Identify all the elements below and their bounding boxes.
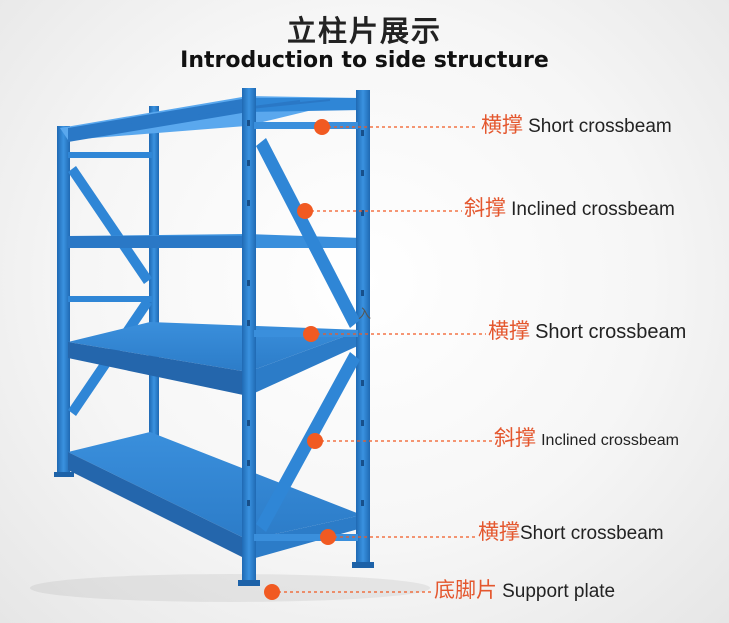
left-short-crossbeam-upper <box>68 152 152 158</box>
shelf-level-2 <box>68 234 362 248</box>
callout-6-cn: 底脚片 <box>434 578 497 602</box>
callout-5-cn: 横撑 <box>478 520 520 544</box>
marker-dot-6 <box>264 584 280 600</box>
shelf-level-1 <box>60 96 362 142</box>
support-plate-back <box>352 562 374 568</box>
callout-2: 斜撑 Inclined crossbeam <box>464 196 675 220</box>
callout-1-en: Short crossbeam <box>528 116 672 137</box>
right-back-post <box>356 90 370 566</box>
right-inclined-crossbeam-upper <box>256 138 360 328</box>
callout-1: 横撑 Short crossbeam <box>481 113 672 137</box>
callout-5-en: Short crossbeam <box>520 523 664 544</box>
left-front-post <box>57 126 70 476</box>
left-side-frame <box>57 106 159 476</box>
callout-6-en: Support plate <box>502 581 616 602</box>
support-plate-left <box>54 472 74 477</box>
callout-4-en: Inclined crossbeam <box>541 432 679 449</box>
marker-dot-2 <box>297 203 313 219</box>
callout-1-cn: 横撑 <box>481 113 523 137</box>
callout-3-cn: 横撑 <box>488 319 530 343</box>
left-back-post <box>149 106 159 436</box>
callout-2-en: Inclined crossbeam <box>511 199 675 220</box>
marker-dot-3 <box>303 326 319 342</box>
title-chinese: 立柱片展示 <box>286 14 442 48</box>
left-diagonal-upper <box>68 166 152 284</box>
callout-2-cn: 斜撑 <box>464 196 506 220</box>
support-plate-front <box>238 580 260 586</box>
right-short-crossbeam-bottom <box>254 534 358 541</box>
stray-annotation-mark: 入 <box>358 307 371 322</box>
right-short-crossbeam-top <box>254 122 358 129</box>
marker-dot-5 <box>320 529 336 545</box>
callout-4-cn: 斜撑 <box>494 426 536 450</box>
title-english: Introduction to side structure <box>180 48 549 73</box>
callout-4: 斜撑 Inclined crossbeam <box>494 428 679 449</box>
callout-6: 底脚片 Support plate <box>434 578 616 602</box>
callout-3-en: Short crossbeam <box>535 321 687 343</box>
leader-lines <box>272 126 492 593</box>
floor-shadow <box>30 574 430 602</box>
left-short-crossbeam-lower <box>68 296 152 302</box>
marker-dot-1 <box>314 119 330 135</box>
markers <box>264 119 336 600</box>
right-front-post <box>242 88 256 584</box>
callout-3: 横撑 Short crossbeam <box>488 319 687 343</box>
marker-dot-4 <box>307 433 323 449</box>
callout-5: 横撑Short crossbeam <box>478 520 664 544</box>
